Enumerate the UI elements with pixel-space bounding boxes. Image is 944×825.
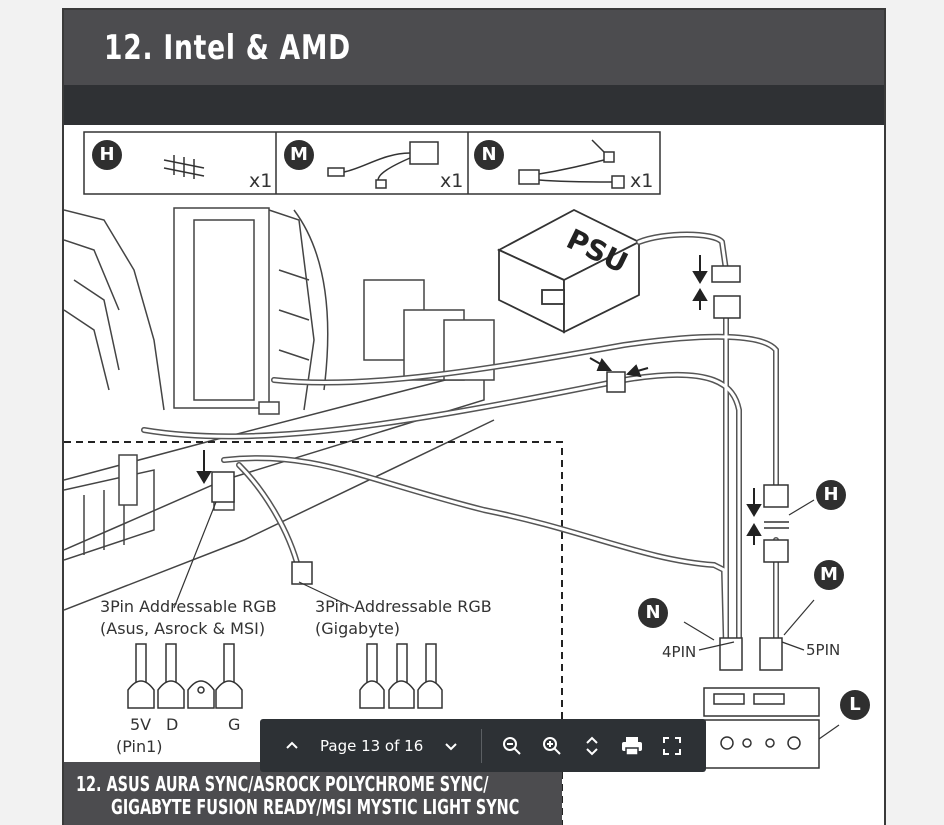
cooler-drawing	[64, 207, 329, 411]
fullscreen-button[interactable]	[652, 726, 692, 766]
part-m-cable-drawing	[327, 141, 439, 189]
label-4pin: 4PIN	[662, 643, 697, 661]
toolbar-divider	[481, 728, 483, 763]
callout-l: L	[840, 690, 870, 720]
pin-label-d: D	[166, 715, 179, 734]
arrows-drawing	[196, 255, 762, 545]
pin-label-pin1: (Pin1)	[116, 737, 163, 756]
fit-height-icon	[586, 736, 598, 755]
print-icon	[622, 736, 643, 756]
zoom-in-button[interactable]	[532, 726, 572, 766]
part-n-cable-drawing	[518, 139, 625, 189]
subtitle-bar	[64, 85, 884, 125]
callout-h: H	[816, 480, 846, 510]
leader-lines	[173, 499, 840, 747]
zoom-in-icon	[543, 736, 561, 755]
motherboard-drawing	[64, 279, 495, 611]
pin-label-g: G	[228, 715, 241, 734]
document-page: 12. Intel & AMD	[62, 8, 886, 825]
connectors	[211, 265, 789, 671]
parts-box	[83, 131, 661, 195]
detail-box	[64, 441, 563, 825]
caption-asus-rgb: 3Pin Addressable RGB (Asus, Asrock & MSI…	[100, 597, 277, 638]
installation-diagram: PSU	[64, 131, 840, 825]
pin-label-5v: 5V	[130, 715, 152, 734]
part-h-header-drawing	[163, 155, 205, 179]
section-banner-line1: 12. ASUS AURA SYNC/ASROCK POLYCHROME SYN…	[76, 772, 489, 796]
next-page-button[interactable]	[431, 726, 471, 766]
previous-page-button[interactable]	[272, 726, 312, 766]
zoom-out-icon	[503, 736, 521, 755]
print-button[interactable]	[612, 726, 652, 766]
part-m-badge: M	[284, 140, 314, 170]
part-m-qty: x1	[440, 170, 464, 192]
cables-highlight	[142, 233, 778, 662]
hub-drawing	[703, 687, 820, 769]
fullscreen-icon	[663, 736, 682, 755]
asus-3pin-header-drawing	[127, 643, 243, 709]
part-n-badge: N	[474, 140, 504, 170]
caption-gigabyte-rgb: 3Pin Addressable RGB (Gigabyte)	[315, 597, 492, 638]
part-h-qty: x1	[249, 170, 273, 192]
page-indicator: Page 13 of 16	[320, 736, 424, 755]
label-5pin: 5PIN	[806, 641, 841, 659]
fit-height-button[interactable]	[572, 726, 612, 766]
chevron-down-icon	[445, 742, 457, 750]
zoom-out-button[interactable]	[492, 726, 532, 766]
chevron-up-icon	[286, 741, 298, 749]
title-bar: 12. Intel & AMD	[64, 10, 884, 85]
section-banner: 12. ASUS AURA SYNC/ASROCK POLYCHROME SYN…	[64, 762, 562, 825]
section-banner-line2: GIGABYTE FUSION READY/MSI MYSTIC LIGHT S…	[111, 795, 520, 819]
page-title: 12. Intel & AMD	[104, 28, 351, 68]
callout-n: N	[638, 598, 668, 628]
part-n-qty: x1	[630, 170, 654, 192]
pdf-toolbar: Page 13 of 16	[260, 719, 706, 772]
callout-m: M	[814, 560, 844, 590]
gigabyte-3pin-header-drawing	[359, 643, 443, 709]
part-h-badge: H	[92, 140, 122, 170]
psu-drawing	[496, 208, 642, 334]
